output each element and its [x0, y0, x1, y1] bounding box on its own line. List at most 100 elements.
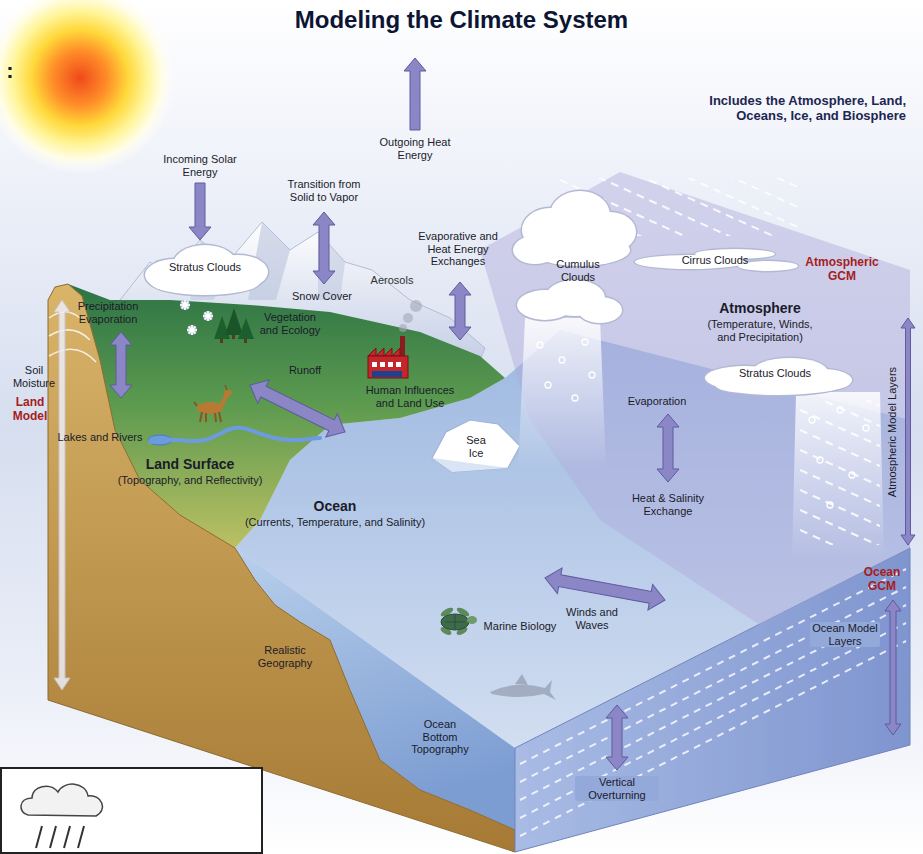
inset-panel — [1, 768, 262, 853]
component-detail: (Currents, Temperature, and Salinity) — [220, 516, 450, 529]
turtle — [439, 606, 477, 637]
factory — [380, 362, 385, 367]
turtle — [467, 616, 477, 624]
label-slot: Atmospheric Model Layers — [886, 352, 900, 512]
river — [150, 428, 320, 442]
flux-arrows — [543, 565, 668, 613]
label-slot: : — [3, 58, 17, 83]
model-tag: Atmospheric GCM — [800, 256, 884, 284]
flux-arrows — [657, 414, 679, 482]
soil-layers — [49, 349, 96, 362]
factory — [368, 348, 400, 356]
ocean-model-layers — [520, 587, 906, 782]
factory — [400, 336, 405, 356]
label-slot: Precipitation Evaporation — [68, 300, 148, 325]
label-slot: Cirrus Clouds — [665, 254, 765, 267]
deer — [219, 412, 221, 422]
factory — [368, 336, 408, 378]
label-slot: Ocean GCM — [857, 566, 907, 594]
flux-arrows — [110, 332, 132, 398]
snowflakes — [180, 300, 190, 310]
label-slot: Vegetation and Ecology — [254, 311, 326, 336]
component-heading: Atmosphere — [695, 300, 825, 316]
label-slot: Cumulus Clouds — [548, 258, 608, 283]
snowflakes — [180, 300, 213, 335]
flux-label: Heat & Salinity Exchange — [620, 492, 716, 517]
rain — [545, 382, 551, 388]
label-slot: Stratus Clouds — [155, 261, 255, 274]
label-slot: Runoff — [280, 364, 330, 377]
label-slot: Snow Cover — [282, 290, 362, 303]
process-label: Ocean Bottom Topography — [408, 718, 472, 756]
diagram-title: Modeling the Climate System — [0, 6, 923, 34]
flux-label: Incoming Solar Energy — [156, 153, 244, 178]
label-slot: (Temperature, Winds, and Precipitation) — [700, 318, 820, 343]
label-slot: Lakes and Rivers — [45, 431, 155, 444]
label-slot: Outgoing Heat Energy — [376, 136, 454, 161]
rain — [589, 372, 595, 378]
label-slot: Sea Ice — [458, 434, 494, 459]
inset-panel — [36, 826, 84, 848]
sea-ice — [432, 420, 520, 472]
rain — [582, 339, 588, 345]
sea-ice — [432, 458, 508, 472]
smoke — [410, 300, 422, 312]
cloud-label: Stratus Clouds — [725, 367, 825, 380]
inset-panel — [64, 826, 70, 848]
flux-arrows — [54, 300, 70, 690]
rain — [518, 318, 606, 470]
smoke — [399, 300, 422, 332]
factory — [372, 371, 402, 377]
process-label: Human Influences and Land Use — [360, 384, 460, 409]
snowflakes — [203, 311, 213, 321]
title-slot: Modeling the Climate System — [0, 6, 923, 34]
factory — [388, 362, 393, 367]
factory — [368, 356, 408, 378]
atmosphere-model-layers — [560, 178, 800, 188]
clouds — [578, 297, 622, 323]
cloud-label: Cumulus Clouds — [548, 258, 608, 283]
process-label: Lakes and Rivers — [45, 431, 155, 444]
ocean-model-layers — [520, 641, 906, 836]
turtle — [445, 615, 465, 629]
label-slot: Includes the Atmosphere, Land, Oceans, I… — [666, 94, 906, 124]
subtitle-note: Includes the Atmosphere, Land, Oceans, I… — [666, 94, 906, 124]
factory — [372, 362, 377, 367]
flux-label: Runoff — [280, 364, 330, 377]
snowflakes — [203, 311, 213, 321]
label-slot: Heat & Salinity Exchange — [620, 492, 716, 517]
sea-ice — [432, 420, 520, 472]
snowflakes — [187, 325, 197, 335]
flux-label: Outgoing Heat Energy — [376, 136, 454, 161]
rain — [817, 457, 823, 463]
label-slot: Aerosols — [362, 274, 422, 287]
atmosphere-slab — [480, 172, 910, 625]
rain — [537, 339, 869, 508]
label-slot: (Currents, Temperature, and Salinity) — [220, 516, 450, 529]
flux-arrows — [885, 600, 901, 735]
component-detail: (Topography, and Reflectivity) — [95, 474, 285, 487]
soil-layers — [49, 330, 90, 340]
ocean-model-layers — [520, 569, 906, 836]
label-slot: Human Influences and Land Use — [360, 384, 460, 409]
rain — [572, 395, 578, 401]
deer — [225, 385, 227, 390]
label-slot: Transition from Solid to Vapor — [278, 178, 370, 203]
label-slot: Atmosphere — [695, 300, 825, 316]
shark — [515, 674, 528, 685]
process-label: Marine Biology — [470, 620, 570, 633]
flux-label: Winds and Waves — [561, 606, 623, 631]
process-label: Sea Ice — [458, 434, 494, 459]
flux-label: Evaporation — [617, 395, 697, 408]
snowflakes — [180, 300, 213, 335]
rain — [537, 342, 543, 348]
label-slot: (Topography, and Reflectivity) — [95, 474, 285, 487]
label-slot: Marine Biology — [470, 620, 570, 633]
flux-arrows — [449, 282, 471, 340]
soil-section — [48, 284, 515, 852]
rain — [837, 407, 843, 413]
trees — [238, 318, 254, 339]
rain — [827, 502, 833, 508]
ocean-model-layers — [520, 605, 906, 800]
rain — [792, 392, 884, 560]
